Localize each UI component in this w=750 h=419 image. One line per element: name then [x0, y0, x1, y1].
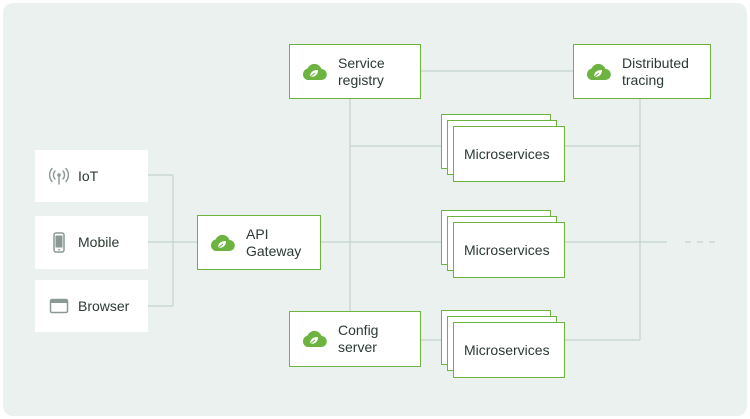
spring-leaf-icon: [300, 62, 328, 82]
config-server-line2: server: [338, 339, 377, 355]
client-browser: Browser: [35, 280, 148, 332]
spring-leaf-icon: [300, 329, 328, 349]
microservices-box-3: Microservices: [453, 322, 565, 378]
client-iot: IoT: [35, 150, 148, 202]
service-registry: Service registry: [289, 44, 421, 99]
client-label-iot: IoT: [78, 167, 99, 184]
microservices-box-2: Microservices: [453, 222, 565, 278]
iot-signal-icon: [49, 167, 69, 185]
diagram-canvas: IoT Mobile Browser: [3, 3, 747, 416]
microservices-box-1: Microservices: [453, 126, 565, 182]
distributed-tracing: Distributed tracing: [573, 44, 711, 99]
client-label-mobile: Mobile: [78, 234, 120, 250]
api-gateway-line2: Gateway: [246, 242, 302, 259]
spring-leaf-icon: [584, 62, 612, 82]
api-gateway-label: API Gateway: [246, 226, 301, 260]
distributed-tracing-line2: tracing: [622, 71, 665, 88]
client-label-browser: Browser: [78, 297, 130, 314]
distributed-tracing-line1: Distributed: [622, 54, 689, 71]
api-gateway-line1: API: [246, 225, 269, 242]
config-server-label: Config server: [338, 322, 378, 356]
browser-window-icon: [49, 297, 69, 315]
microservices-label-3: Microservices: [464, 341, 550, 358]
service-registry-label: Service registry: [338, 55, 385, 89]
config-server-line1: Config: [338, 322, 379, 338]
connector-lines: [148, 70, 719, 341]
service-registry-line2: registry: [338, 71, 384, 88]
client-mobile: Mobile: [35, 216, 148, 269]
mobile-phone-icon: [49, 231, 69, 254]
microservices-label-1: Microservices: [464, 145, 550, 162]
service-registry-line1: Service: [338, 54, 385, 71]
microservices-label-2: Microservices: [464, 241, 550, 258]
config-server: Config server: [289, 311, 421, 367]
api-gateway: API Gateway: [197, 215, 321, 270]
spring-leaf-icon: [208, 233, 236, 253]
distributed-tracing-label: Distributed tracing: [622, 55, 689, 89]
